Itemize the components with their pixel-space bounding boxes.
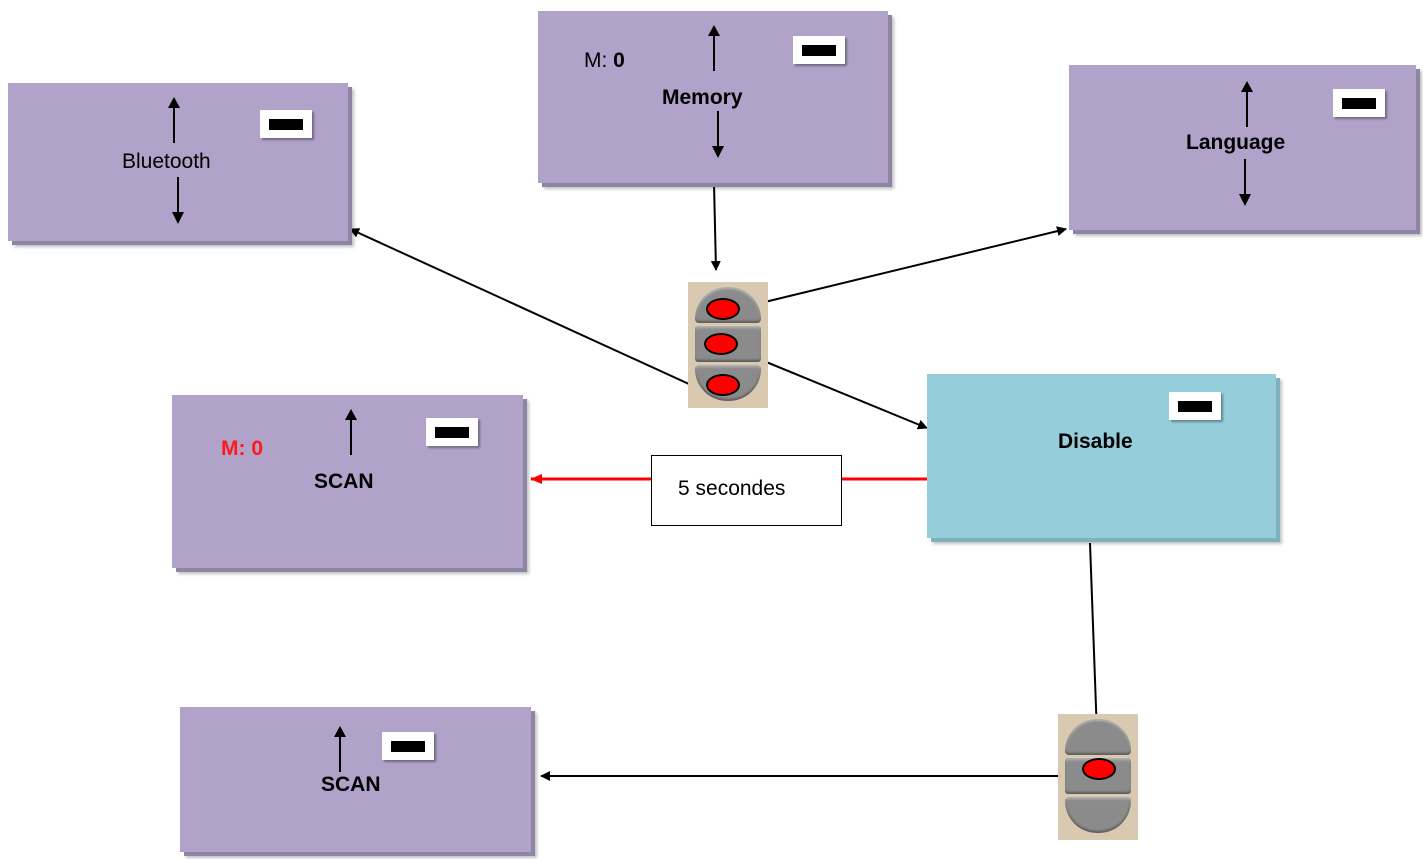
scan-label: SCAN: [314, 470, 374, 493]
up-arrow-icon: [708, 25, 720, 71]
bluetooth-label: Bluetooth: [122, 150, 211, 173]
scan-label: SCAN: [321, 773, 381, 796]
highlight-middle-button: [1082, 758, 1116, 780]
battery-icon: [793, 36, 845, 64]
highlight-top-button: [706, 298, 740, 320]
highlight-middle-button: [704, 333, 738, 355]
up-arrow-icon: [1241, 81, 1253, 127]
down-arrow-icon: [712, 111, 724, 158]
arrow-top-button-to-language: [739, 226, 1067, 309]
language-label: Language: [1186, 131, 1286, 154]
memory-counter-value: 0: [613, 49, 625, 72]
arrow-bottom-button-to-bluetooth: [349, 228, 714, 396]
arrow-memory-to-remote: [710, 182, 721, 271]
battery-icon: [1333, 89, 1385, 117]
memory-label: Memory: [662, 86, 743, 109]
up-arrow-icon: [345, 409, 357, 455]
battery-icon: [382, 732, 434, 760]
down-arrow-icon: [1239, 159, 1251, 206]
highlight-bottom-button: [706, 374, 740, 396]
language-box: Language: [1069, 65, 1416, 230]
remote-control-icon: [688, 282, 768, 408]
memory-counter-prefix: M:: [584, 49, 614, 72]
battery-icon: [260, 110, 312, 138]
memory-box: M: 0 Memory: [538, 11, 888, 183]
bluetooth-box: Bluetooth: [8, 83, 348, 241]
up-arrow-icon: [334, 726, 346, 772]
remote-button-bottom: [1065, 797, 1131, 833]
disable-box: Disable: [927, 374, 1276, 538]
battery-icon: [1169, 392, 1221, 420]
remote-button-top: [1065, 719, 1131, 755]
remote-control-icon: [1058, 714, 1138, 840]
scan-box-top: M: 0 SCAN: [172, 395, 523, 568]
up-arrow-icon: [168, 97, 180, 143]
battery-icon: [426, 418, 478, 446]
memory-counter-red: M: 0: [221, 437, 263, 460]
timer-label: 5 secondes: [678, 477, 786, 500]
memory-counter: M: 0: [584, 49, 625, 73]
timer-box: 5 secondes: [651, 455, 842, 526]
disable-label: Disable: [1058, 430, 1133, 453]
scan-box-bottom: SCAN: [180, 707, 531, 852]
down-arrow-icon: [172, 177, 184, 224]
